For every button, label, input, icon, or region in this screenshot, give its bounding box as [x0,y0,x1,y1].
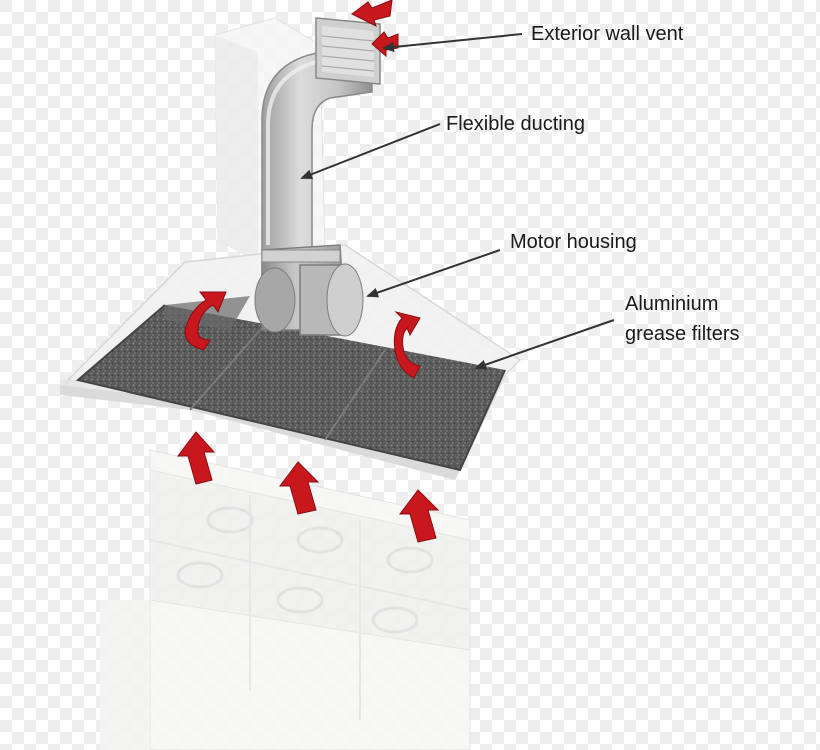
label-exterior-wall-vent: Exterior wall vent [531,19,683,49]
hob-burners [176,506,434,634]
label-motor-housing: Motor housing [510,227,637,257]
label-flexible-ducting-text: Flexible ducting [446,113,585,135]
airflow-arrow-up [399,489,440,543]
leader-exterior-vent [382,33,523,52]
airflow-swirl-left [184,291,227,351]
label-aluminium-grease-filters: Aluminium grease filters [625,289,740,349]
exterior-wall-vent [315,17,381,85]
label-filters-line2: grease filters [625,323,740,345]
airflow-arrows [177,0,440,543]
leader-grease-filters [474,319,615,370]
label-filters-line1: Aluminium [625,293,719,315]
airflow-swirl-right [393,311,421,379]
label-motor-housing-text: Motor housing [510,231,637,253]
motor-housing [254,244,364,337]
cooker [100,449,471,750]
airflow-exhaust-arrow [351,0,393,27]
airflow-arrow-up [177,431,216,485]
leader-motor-housing [366,249,501,298]
airflow-arrow-up [279,461,320,515]
leader-flexible-ducting [300,123,441,180]
label-exterior-wall-vent-text: Exterior wall vent [531,23,684,45]
callout-leaders [300,33,615,370]
aluminium-grease-filters [75,296,506,472]
label-flexible-ducting: Flexible ducting [446,109,585,139]
